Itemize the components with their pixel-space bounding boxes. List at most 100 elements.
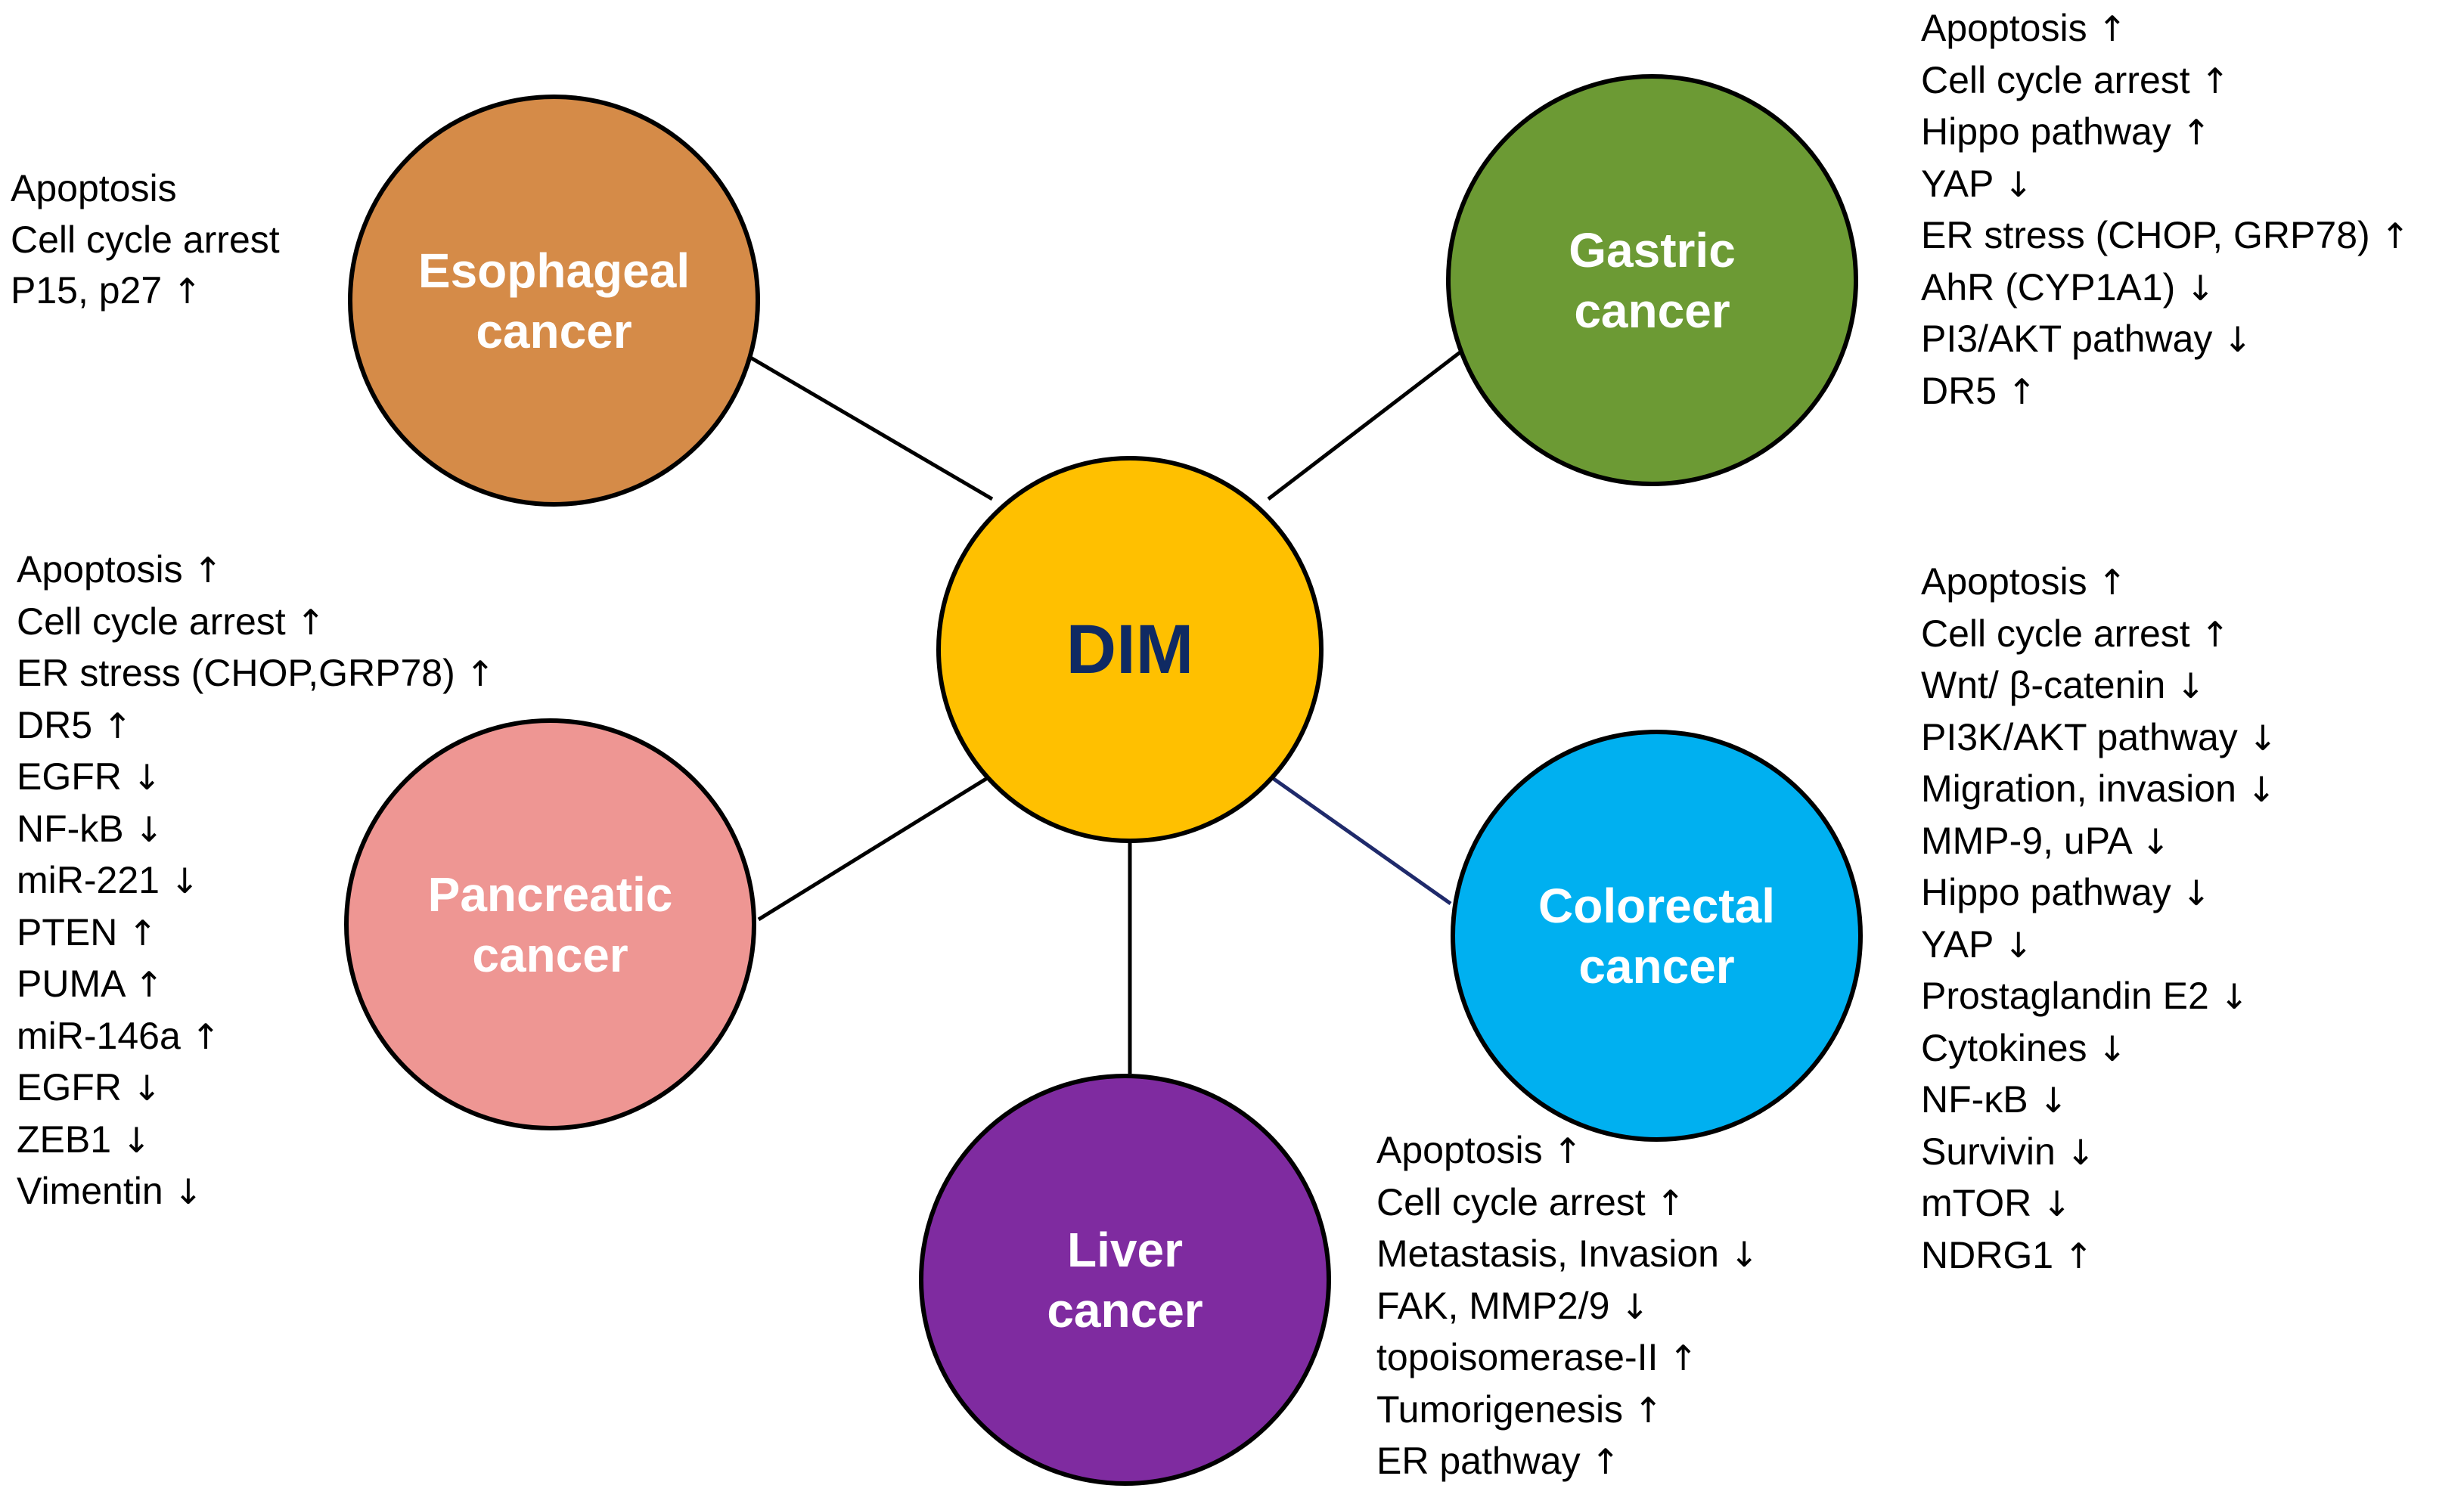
effect-item: Cytokines ↓ (1921, 1023, 2277, 1075)
up-arrow-icon: ↑ (2097, 562, 2127, 603)
effect-item: miR-146a ↑ (17, 1011, 495, 1063)
colorectal-label-line: Colorectal (1538, 878, 1775, 933)
effect-text: Tumorigenesis (1376, 1388, 1624, 1431)
effect-text: ER stress (CHOP, GRP78) (1921, 214, 2370, 256)
down-arrow-icon: ↓ (1620, 1285, 1649, 1327)
effect-item: Cell cycle arrest ↑ (1921, 55, 2410, 107)
up-arrow-icon: ↑ (1590, 1441, 1621, 1482)
effect-item: topoisomerase-II ↑ (1376, 1332, 1758, 1384)
colorectal-cancer-label: Colorectal cancer (1538, 876, 1775, 997)
effect-item: mTOR ↓ (1921, 1178, 2277, 1230)
esophageal-label-line: Esophageal (417, 243, 690, 298)
up-arrow-icon: ↑ (1633, 1389, 1663, 1431)
effect-item: DR5 ↑ (17, 700, 495, 752)
effect-text: Cytokines (1921, 1026, 2087, 1069)
gastric-label-line: Gastric (1569, 222, 1736, 278)
effect-text: FAK, MMP2/9 (1376, 1284, 1610, 1327)
up-arrow-icon: ↑ (191, 1015, 221, 1057)
liver-label-line: cancer (1047, 1282, 1203, 1338)
effect-text: Apoptosis (1376, 1129, 1543, 1171)
effect-text: Survivin (1921, 1130, 2056, 1173)
effect-text: NF-κB (1921, 1078, 2028, 1121)
effect-text: mTOR (1921, 1182, 2032, 1224)
down-arrow-icon: ↓ (132, 757, 162, 798)
down-arrow-icon: ↓ (1729, 1234, 1759, 1275)
liver-cancer-circle: Liver cancer (919, 1074, 1331, 1486)
pancreatic-label-line: cancer (472, 927, 628, 982)
connector-gastric (1267, 337, 1479, 501)
effect-item: Cell cycle arrest ↑ (17, 597, 495, 649)
effect-text: Apoptosis (1921, 7, 2087, 49)
up-arrow-icon: ↑ (296, 601, 326, 643)
effect-item: YAP ↓ (1921, 919, 2277, 972)
effect-text: Cell cycle arrest (11, 218, 280, 261)
liver-effects-list: Apoptosis ↑Cell cycle arrest ↑Metastasis… (1376, 1125, 1758, 1488)
effect-text: PUMA (17, 963, 124, 1005)
effect-item: PI3K/AKT pathway ↓ (1921, 712, 2277, 764)
effect-text: MMP-9, uPA (1921, 819, 2130, 862)
effect-text: Cell cycle arrest (1376, 1180, 1646, 1223)
effect-item: ER pathway ↑ (1376, 1436, 1758, 1488)
gastric-cancer-circle: Gastric cancer (1446, 74, 1858, 486)
effect-item: PUMA ↑ (17, 959, 495, 1011)
effect-item: MMP-9, uPA ↓ (1921, 816, 2277, 868)
effect-item: Hippo pathway ↑ (1921, 107, 2410, 159)
esophageal-cancer-circle: Esophageal cancer (348, 95, 760, 507)
colorectal-cancer-circle: Colorectal cancer (1451, 730, 1863, 1142)
effect-item: Apoptosis ↑ (1921, 3, 2410, 55)
pancreatic-label-line: Pancreatic (427, 867, 673, 922)
effect-text: ER pathway (1376, 1440, 1581, 1482)
pancreatic-cancer-label: Pancreatic cancer (428, 864, 673, 985)
effect-text: EGFR (17, 1066, 122, 1108)
down-arrow-icon: ↓ (2097, 1028, 2127, 1069)
up-arrow-icon: ↑ (2200, 60, 2230, 101)
effect-text: ER stress (CHOP,GRP78) (17, 652, 455, 694)
esophageal-cancer-label: Esophageal cancer (418, 240, 690, 361)
effect-text: miR-146a (17, 1014, 181, 1057)
effect-item: Apoptosis ↑ (1921, 557, 2277, 609)
effect-item: Tumorigenesis ↑ (1376, 1384, 1758, 1437)
down-arrow-icon: ↓ (173, 1171, 203, 1212)
down-arrow-icon: ↓ (2223, 319, 2252, 360)
effect-text: NF-kB (17, 807, 124, 850)
dim-hub-label: DIM (1066, 610, 1194, 688)
effect-item: NF-κB ↓ (1921, 1074, 2277, 1127)
effect-text: miR-221 (17, 859, 160, 901)
down-arrow-icon: ↓ (132, 1068, 162, 1108)
gastric-effects-list: Apoptosis ↑Cell cycle arrest ↑Hippo path… (1921, 3, 2410, 417)
effect-item: P15, p27 ↑ (11, 265, 280, 318)
down-arrow-icon: ↓ (169, 860, 200, 901)
effect-item: FAK, MMP2/9 ↓ (1376, 1281, 1758, 1333)
up-arrow-icon: ↑ (172, 271, 202, 312)
up-arrow-icon: ↑ (465, 653, 495, 694)
up-arrow-icon: ↑ (193, 550, 223, 591)
effect-text: PI3K/AKT pathway (1921, 715, 2238, 758)
connector-colorectal (1267, 773, 1452, 906)
effect-text: Hippo pathway (1921, 871, 2171, 913)
down-arrow-icon: ↓ (2038, 1080, 2068, 1121)
effect-item: AhR (CYP1A1) ↓ (1921, 262, 2410, 315)
effect-text: YAP (1921, 922, 1994, 966)
up-arrow-icon: ↑ (1656, 1182, 1686, 1223)
effect-text: DR5 (1921, 369, 1997, 412)
esophageal-label-line: cancer (476, 303, 632, 358)
down-arrow-icon: ↓ (2219, 976, 2249, 1017)
effect-item: Apoptosis (11, 163, 280, 215)
liver-cancer-label: Liver cancer (1047, 1220, 1203, 1341)
connector-pancreatic (757, 773, 994, 922)
effect-text: Hippo pathway (1921, 110, 2171, 153)
effect-text: Apoptosis (11, 167, 177, 209)
up-arrow-icon: ↑ (2097, 8, 2127, 49)
effect-text: PI3/AKT pathway (1921, 318, 2213, 360)
effect-item: EGFR ↓ (17, 1062, 495, 1115)
gastric-cancer-label: Gastric cancer (1569, 220, 1736, 341)
effect-text: Cell cycle arrest (1921, 612, 2190, 655)
effect-item: Survivin ↓ (1921, 1127, 2277, 1179)
down-arrow-icon: ↓ (2246, 769, 2276, 810)
effect-text: Apoptosis (1921, 560, 2087, 603)
up-arrow-icon: ↑ (134, 964, 164, 1005)
effect-text: Cell cycle arrest (1921, 58, 2190, 101)
connector-esophageal (743, 352, 994, 501)
